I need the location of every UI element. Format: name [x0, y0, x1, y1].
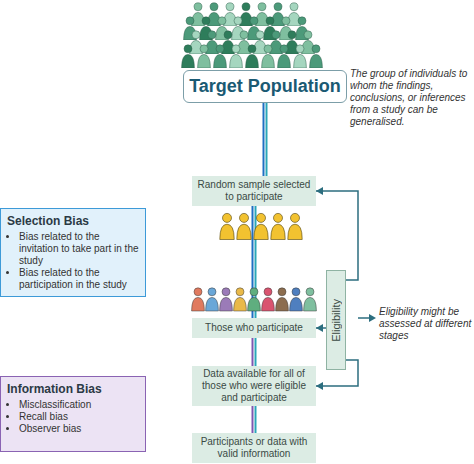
note-text: Eligibility might be assessed at differe…: [379, 306, 472, 342]
eligibility-bar: Eligibility: [326, 270, 346, 370]
person-figure: [288, 213, 302, 239]
person-figure: [304, 288, 317, 311]
connector-line: [255, 406, 257, 433]
population-box: Target Population: [183, 70, 347, 103]
person-figure: [278, 45, 291, 68]
person-figure: [246, 45, 259, 68]
process-box: Participants or data with valid informat…: [192, 433, 316, 463]
person-figure: [214, 45, 227, 68]
participants-illustration: [192, 288, 317, 311]
connector-line: [266, 103, 268, 176]
connector: [316, 324, 326, 332]
person-figure: [310, 45, 323, 68]
box-text: Target Population: [189, 76, 341, 97]
arrow-head: [316, 324, 323, 332]
arrow-head: [316, 187, 323, 195]
sample-illustration: [220, 213, 302, 239]
bias-box: Information BiasMisclassificationRecall …: [0, 376, 146, 452]
connector-line: [252, 406, 254, 433]
connector: [264, 103, 267, 176]
box-text: Those who participate: [205, 322, 303, 334]
note-text: The group of individuals to whom the fin…: [350, 68, 472, 128]
person-figure: [290, 288, 303, 311]
connector: [253, 406, 256, 433]
connector-line: [263, 103, 265, 176]
person-figure: [220, 288, 233, 311]
person-figure: [182, 45, 195, 68]
bias-list: MisclassificationRecall biasObserver bia…: [7, 399, 139, 435]
arrow-head: [369, 314, 376, 322]
connector-line: [255, 338, 257, 366]
process-box: Random sample selected to participate: [192, 176, 316, 206]
person-figure: [206, 288, 219, 311]
person-figure: [237, 213, 251, 239]
crowd-illustration: [182, 3, 323, 68]
box-text: Data available for all of those who were…: [196, 368, 312, 404]
person-figure: [294, 45, 307, 68]
connector: [316, 187, 358, 280]
box-text: Random sample selected to participate: [196, 179, 312, 203]
process-box: Those who participate: [192, 318, 316, 338]
bias-item: Recall bias: [19, 411, 139, 423]
person-figure: [262, 288, 275, 311]
bias-item: Observer bias: [19, 423, 139, 435]
person-figure: [198, 45, 211, 68]
connector-line: [252, 338, 254, 366]
process-box: Data available for all of those who were…: [192, 366, 316, 406]
person-figure: [254, 213, 268, 239]
bias-title: Information Bias: [7, 382, 139, 397]
box-text: Participants or data with valid informat…: [196, 436, 312, 460]
bias-item: Misclassification: [19, 399, 139, 411]
person-figure: [271, 213, 285, 239]
note-arrow: [358, 314, 376, 322]
bias-item: Bias related to the participation in the…: [19, 267, 139, 291]
arrow-head: [316, 382, 323, 390]
note-arrow-line: [358, 317, 370, 319]
person-figure: [262, 45, 275, 68]
eligibility-text: Eligibility: [330, 299, 342, 342]
person-figure: [220, 213, 234, 239]
person-figure: [248, 288, 261, 311]
person-figure: [276, 288, 289, 311]
connector-line: [316, 191, 358, 280]
connector: [253, 338, 256, 366]
bias-item: Bias related to the invitation to take p…: [19, 231, 139, 267]
bias-box: Selection BiasBias related to the invita…: [0, 208, 146, 297]
person-figure: [230, 45, 243, 68]
person-figure: [192, 288, 205, 311]
connector-line: [316, 327, 326, 329]
bias-title: Selection Bias: [7, 214, 139, 229]
person-figure: [234, 288, 247, 311]
bias-list: Bias related to the invitation to take p…: [7, 231, 139, 291]
